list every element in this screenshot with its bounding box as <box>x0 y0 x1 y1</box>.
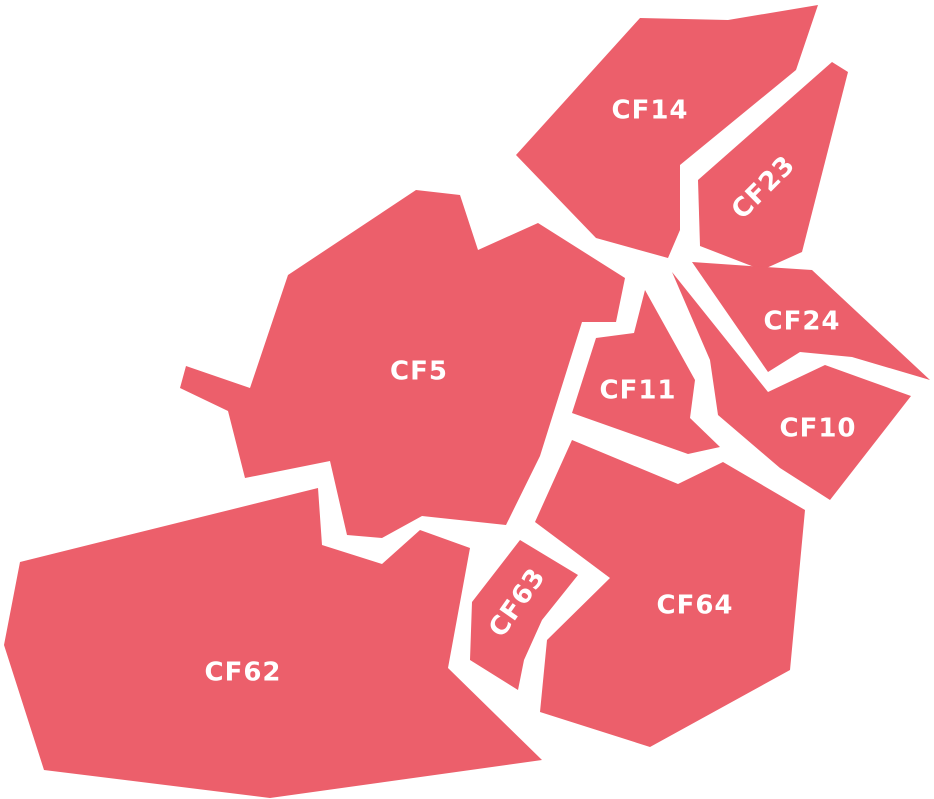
district-cf62[interactable] <box>4 488 542 798</box>
district-shapes <box>4 5 930 798</box>
district-cf63[interactable] <box>470 540 578 690</box>
district-cf5[interactable] <box>180 190 625 538</box>
district-cf11[interactable] <box>572 290 720 454</box>
district-cf10[interactable] <box>672 272 911 500</box>
district-cf24[interactable] <box>692 262 930 380</box>
district-cf64[interactable] <box>535 440 805 747</box>
district-cf14[interactable] <box>516 5 818 258</box>
district-cf23[interactable] <box>698 62 848 270</box>
